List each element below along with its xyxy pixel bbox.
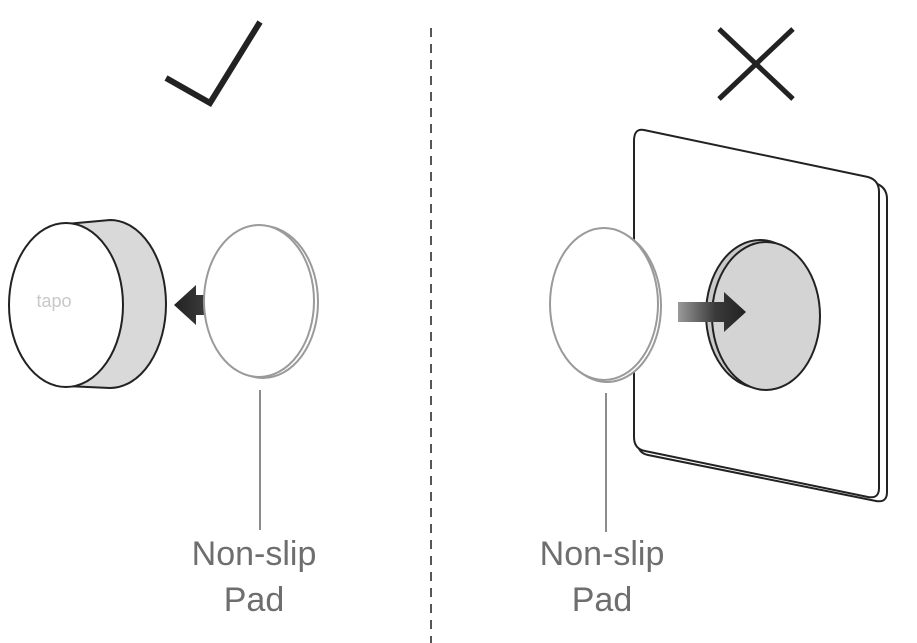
- cross-mark-icon: [717, 27, 795, 101]
- pad-face: [203, 224, 315, 378]
- check-mark-icon: [164, 20, 263, 108]
- tapo-button-device: tapo: [8, 218, 167, 390]
- callout-left-line2: Pad: [223, 581, 285, 619]
- device-face: [8, 222, 124, 388]
- callout-label-left: Non-slip Pad: [144, 531, 364, 623]
- callout-right-line1: Non-slip: [539, 535, 665, 573]
- callout-label-right: Non-slip Pad: [492, 531, 712, 623]
- callout-right-line2: Pad: [571, 581, 633, 619]
- non-slip-pad-right: [549, 227, 662, 383]
- device-brand-label: tapo: [36, 291, 71, 311]
- non-slip-pad-left: [203, 224, 319, 379]
- pad-face: [549, 227, 659, 381]
- attach-arrow-right: [678, 292, 746, 332]
- callout-left-line1: Non-slip: [191, 535, 317, 573]
